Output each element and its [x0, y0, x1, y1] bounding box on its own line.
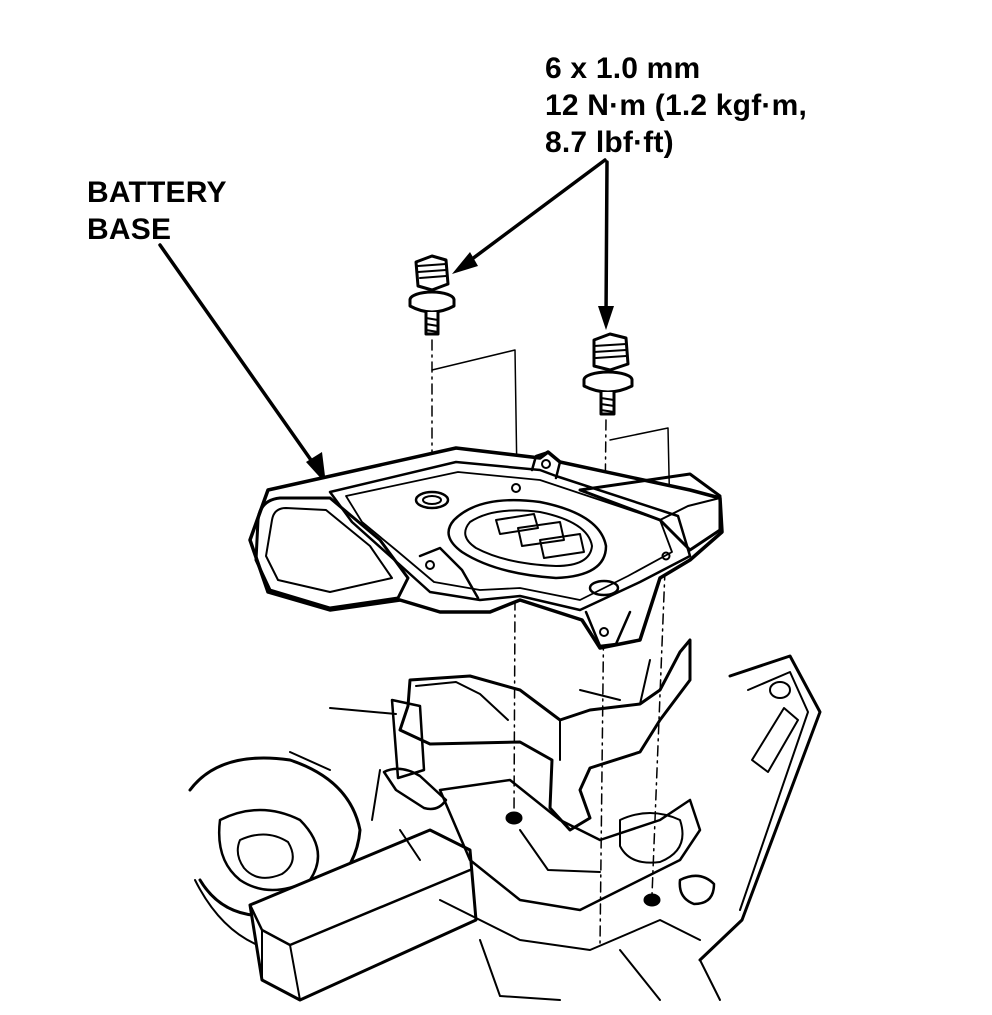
torque-leader-left-head — [452, 252, 478, 274]
part-name-line1: BATTERY — [87, 176, 227, 209]
part-name-line2: BASE — [87, 213, 172, 246]
mount-hole-right — [643, 893, 661, 907]
bolt-left-hex — [414, 254, 450, 292]
torque-leader-right — [604, 160, 609, 320]
torque-spec-line1: 12 N·m (1.2 kgf·m, — [545, 89, 807, 122]
tray-bolt-hole-left — [414, 490, 450, 510]
frame-rail — [698, 654, 822, 962]
tray-outer-rim — [248, 446, 724, 650]
tray-bolt-hole-right — [588, 579, 620, 597]
tray-tab — [530, 450, 562, 480]
mount-bracket — [398, 638, 692, 832]
fastener-size: 6 x 1.0 mm — [545, 52, 701, 85]
battery-base-callout: BATTERY BASE — [87, 174, 227, 248]
torque-leader-left — [458, 158, 607, 270]
battery-base-tray — [248, 446, 724, 650]
tray-lower-bracket — [584, 610, 632, 648]
tray-center-recess — [447, 498, 608, 580]
bolt-left — [408, 254, 456, 496]
hose-clip — [390, 698, 426, 780]
engine-compartment — [188, 638, 822, 1002]
fastener-spec-callout: 6 x 1.0 mm 12 N·m (1.2 kgf·m, 8.7 lbf·ft… — [545, 50, 807, 161]
mount-hole-left — [505, 811, 523, 825]
battery-base-leader-head — [306, 452, 326, 484]
box-component — [248, 828, 478, 1002]
torque-spec-line2: 8.7 lbf·ft) — [545, 126, 674, 159]
leader-arrows — [158, 158, 614, 484]
tray-left-wing — [254, 496, 410, 610]
battery-base-leader — [158, 243, 320, 472]
tray-inner-rim — [328, 460, 692, 612]
bolt-right-hex — [592, 332, 630, 372]
torque-leader-right-head — [598, 306, 614, 330]
